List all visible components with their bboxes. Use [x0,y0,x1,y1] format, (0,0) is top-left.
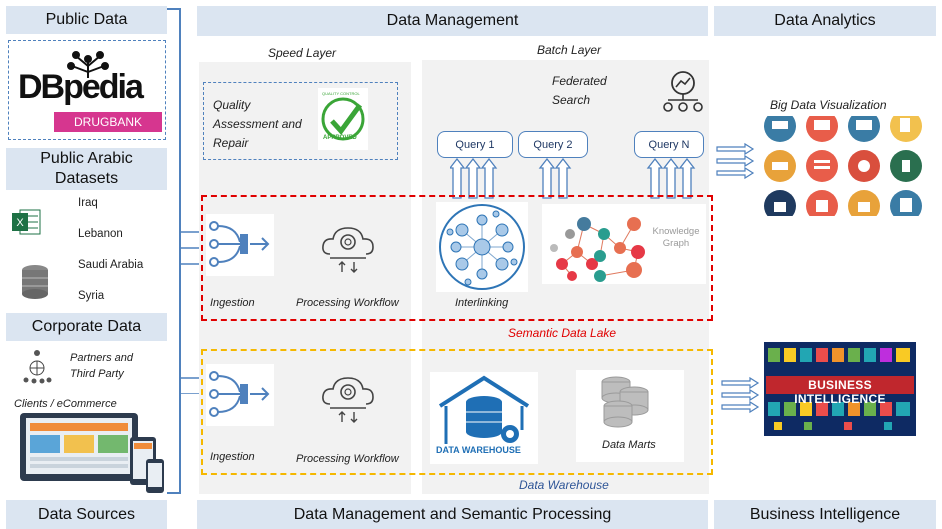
corporate-data-header: Corporate Data [6,313,167,341]
svg-text:X: X [16,217,24,229]
dw-processing-label: Processing Workflow [296,453,399,465]
federated-search-icon [662,68,704,114]
country-saudi-arabia: Saudi Arabia [78,259,144,271]
business-intelligence-footer: Business Intelligence [714,500,936,529]
viz-icons-grid [764,116,922,216]
speed-layer-label: Speed Layer [268,46,337,60]
ingestion-icon-box [206,214,274,276]
country-lebanon: Lebanon [78,228,123,240]
query-2-box: Query 2 [518,131,588,158]
drugbank-logo: DRUGBANK [54,112,162,132]
lake-processing-label: Processing Workflow [296,297,399,309]
federated-search-label: Federated Search [552,74,607,107]
bi-arrows [721,376,760,414]
country-syria: Syria [78,290,105,302]
query-1-box: Query 1 [437,131,513,158]
data-analytics-header: Data Analytics [714,6,936,36]
arabic-datasets-header: Public Arabic Datasets [6,148,167,190]
public-data-header: Public Data [6,6,167,34]
data-marts-box [576,370,684,462]
clients-label: Clients / eCommerce [14,398,117,410]
dbpedia-logo [18,48,158,108]
excel-icon: X [12,208,42,236]
semantic-lake-box [201,195,713,321]
dw-ingestion-label: Ingestion [210,451,255,463]
data-marts-label: Data Marts [602,439,656,451]
bi-banner-text: BUSINESS INTELLIGENCE [794,378,886,406]
interlinking-icon-box [436,202,528,292]
quality-stamp-text: QUALITY CONTROL [322,91,360,96]
bi-banner: BUSINESS INTELLIGENCE [764,342,916,436]
approved-stamp [318,88,368,150]
viz-arrows [716,142,755,180]
dbpedia-text: DBpedia [18,68,144,106]
partners-network-icon [22,348,52,384]
dm-semantic-footer: Data Management and Semantic Processing [197,500,708,529]
big-data-viz-label: Big Data Visualization [770,98,887,112]
data-management-header: Data Management [197,6,708,36]
knowledge-graph-box [542,204,706,284]
dw-ingestion-icon-box [206,364,274,426]
data-warehouse-box [201,349,713,475]
data-warehouse-label: Data Warehouse [519,478,609,492]
semantic-lake-label: Semantic Data Lake [508,326,617,340]
database-icon [20,264,50,300]
dw-processing-cloud-icon [320,372,376,424]
approved-text: APPROVED [323,135,357,141]
data-sources-footer: Data Sources [6,500,167,529]
processing-cloud-icon [320,222,376,274]
data-warehouse-logo-box [430,372,538,464]
interlinking-label: Interlinking [455,297,509,309]
knowledge-graph-label: Knowledge Graph [652,226,700,249]
batch-layer-label: Batch Layer [537,43,602,57]
quality-box [203,82,398,160]
query-up-arrows [450,158,696,199]
query-n-box: Query N [634,131,704,158]
country-iraq: Iraq [78,197,98,209]
devices-icon [20,413,168,495]
quality-label: Quality Assessment and Repair [213,98,302,150]
public-data-box [8,40,166,140]
sources-bracket [167,8,181,494]
lake-ingestion-label: Ingestion [210,297,255,309]
partners-label: Partners and Third Party [70,352,133,380]
dw-logo-text: DATA WAREHOUSE [436,445,521,455]
